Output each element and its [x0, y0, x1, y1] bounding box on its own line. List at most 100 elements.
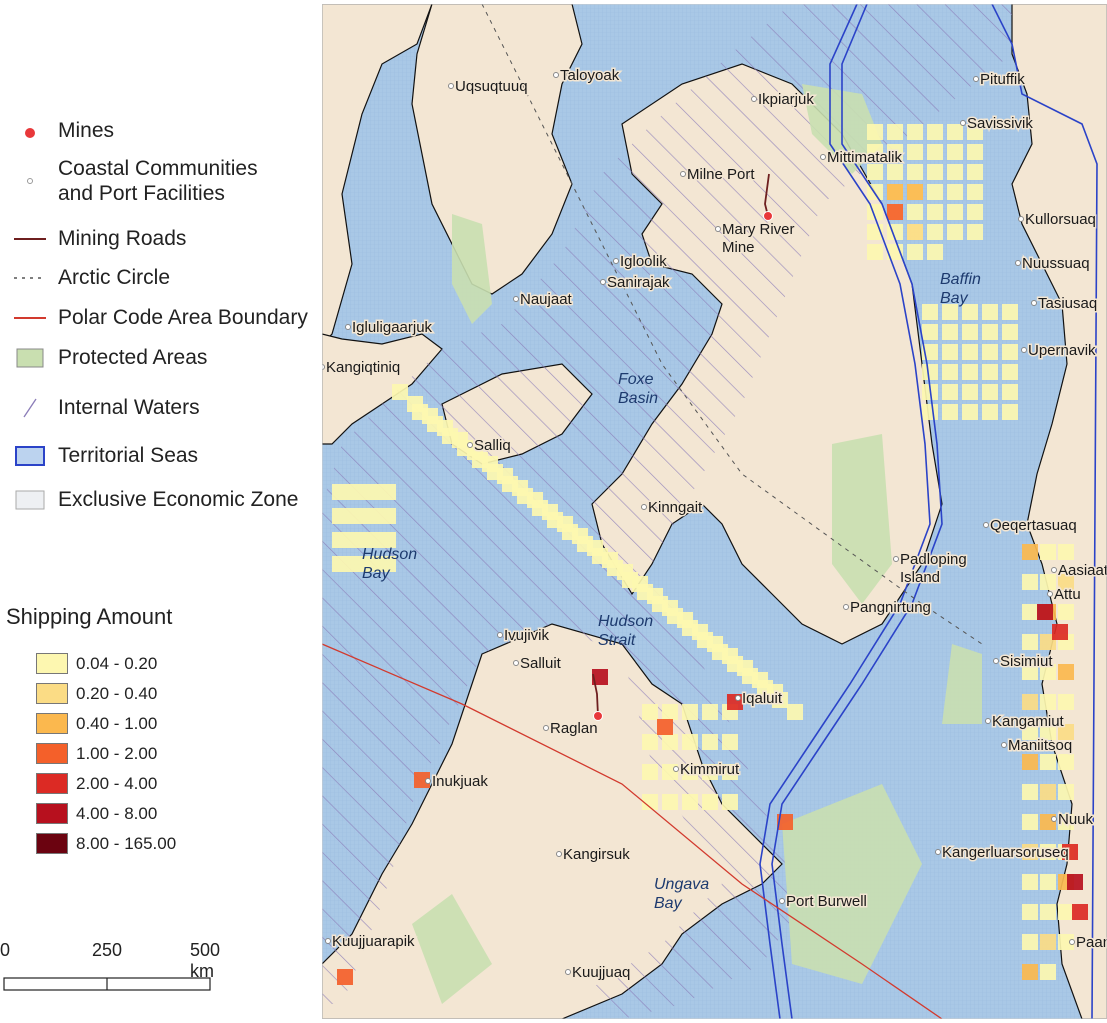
community-marker [960, 120, 966, 126]
shipping-cell [1058, 574, 1074, 590]
legend-item-eez: Exclusive Economic Zone [12, 487, 298, 512]
shipping-cell [702, 764, 718, 780]
shipping-cell [967, 144, 983, 160]
place-label-naujaat: Naujaat [520, 291, 573, 308]
place-label-nuuk: Nuuk [1058, 811, 1094, 828]
shipping-cell [364, 508, 380, 524]
shipping-cell [332, 484, 348, 500]
shipping-cell [1040, 724, 1056, 740]
shipping-cell [1022, 604, 1038, 620]
shipping-cell [907, 204, 923, 220]
map-canvas[interactable]: TaloyoakUqsuqtuuqIkpiarjukPituffikSaviss… [322, 4, 1107, 1019]
place-label-inukjuak: Inukjuak [432, 773, 488, 790]
community-marker [1021, 347, 1027, 353]
territorial-seas [759, 4, 1098, 1019]
shipping-cell [1058, 694, 1074, 710]
shipping-cell [332, 532, 348, 548]
shipping-cell [364, 556, 380, 572]
shipping-cell [927, 124, 943, 140]
shipping-cell [982, 364, 998, 380]
shipping-density-grid [332, 124, 1088, 985]
shipping-cell [867, 124, 883, 140]
place-label-qeqertasuaq: Qeqertasuaq [990, 517, 1077, 534]
community-marker [1015, 260, 1021, 266]
legend-label-communities: Coastal Communities and Port Facilities [58, 157, 258, 205]
shipping-cell [1058, 934, 1074, 950]
shipping-class-label: 0.04 - 0.20 [76, 653, 158, 673]
legend-label-internal: Internal Waters [58, 396, 200, 419]
shipping-cell [1022, 664, 1038, 680]
shipping-cell [1040, 694, 1056, 710]
shipping-cell [667, 608, 683, 624]
shipping-cell [1058, 904, 1074, 920]
shipping-cell [922, 404, 938, 420]
shipping-cell [1040, 754, 1056, 770]
shipping-cell [962, 304, 978, 320]
green-box-icon [12, 346, 48, 370]
shipping-cell [1002, 384, 1018, 400]
shipping-cell [1058, 754, 1074, 770]
shipping-cell [887, 124, 903, 140]
shipping-cell [348, 484, 364, 500]
shipping-cell [942, 384, 958, 400]
shipping-cell [1040, 544, 1056, 560]
legend-item-mines: Mines [12, 118, 114, 143]
legend-item-polar: Polar Code Area Boundary [12, 305, 308, 330]
shipping-cell [697, 632, 713, 648]
community-marker [467, 442, 473, 448]
shipping-cell [427, 416, 443, 432]
shipping-cell [532, 500, 548, 516]
shipping-cell [637, 584, 653, 600]
shipping-cell [348, 532, 364, 548]
shipping-cell [1022, 724, 1038, 740]
shipping-cell [722, 794, 738, 810]
legend-label-polar: Polar Code Area Boundary [58, 306, 308, 329]
place-label-kinngait: Kinngait [648, 499, 703, 516]
shipping-cell [682, 620, 698, 636]
shipping-cell [967, 204, 983, 220]
place-label-nuussuaq: Nuussuaq [1022, 255, 1090, 272]
shipping-cell [967, 184, 983, 200]
community-marker [553, 72, 559, 78]
place-label-tasiusaq: Tasiusaq [1038, 295, 1097, 312]
community-marker [641, 504, 647, 510]
shipping-cell [942, 364, 958, 380]
small-circle-icon [12, 169, 48, 193]
community-marker [565, 969, 571, 975]
shipping-class-label: 0.40 - 1.00 [76, 713, 158, 733]
shipping-cell [1067, 874, 1083, 890]
shipping-cell [662, 704, 678, 720]
shipping-cell [907, 184, 923, 200]
shipping-cell [1072, 904, 1088, 920]
place-label-sisimiut: Sisimiut [1000, 653, 1053, 670]
place-label-attu: Attu [1054, 586, 1081, 603]
shipping-cell [517, 488, 533, 504]
shipping-class-0: 0.04 - 0.20 [36, 653, 157, 674]
legend-item-territorial: Territorial Seas [12, 443, 198, 468]
place-label-salluit: Salluit [520, 655, 562, 672]
place-label-uqsuqtuuq: Uqsuqtuuq [455, 78, 528, 95]
shipping-cell [922, 364, 938, 380]
shipping-cell [380, 508, 396, 524]
community-marker [1018, 216, 1024, 222]
shipping-class-1: 0.20 - 0.40 [36, 683, 157, 704]
community-marker [613, 258, 619, 264]
shipping-class-3: 1.00 - 2.00 [36, 743, 157, 764]
shipping-cell [1002, 364, 1018, 380]
shipping-cell [962, 404, 978, 420]
shipping-swatch [36, 833, 68, 854]
shipping-cell [922, 304, 938, 320]
community-marker [1051, 567, 1057, 573]
shipping-cell [332, 508, 348, 524]
shipping-swatch [36, 773, 68, 794]
community-marker [983, 522, 989, 528]
shipping-cell [922, 324, 938, 340]
grey-grid-box-icon [12, 488, 48, 512]
shipping-cell [1040, 934, 1056, 950]
blue-grid-box-icon [12, 444, 48, 468]
dark-red-line-icon [12, 227, 48, 251]
